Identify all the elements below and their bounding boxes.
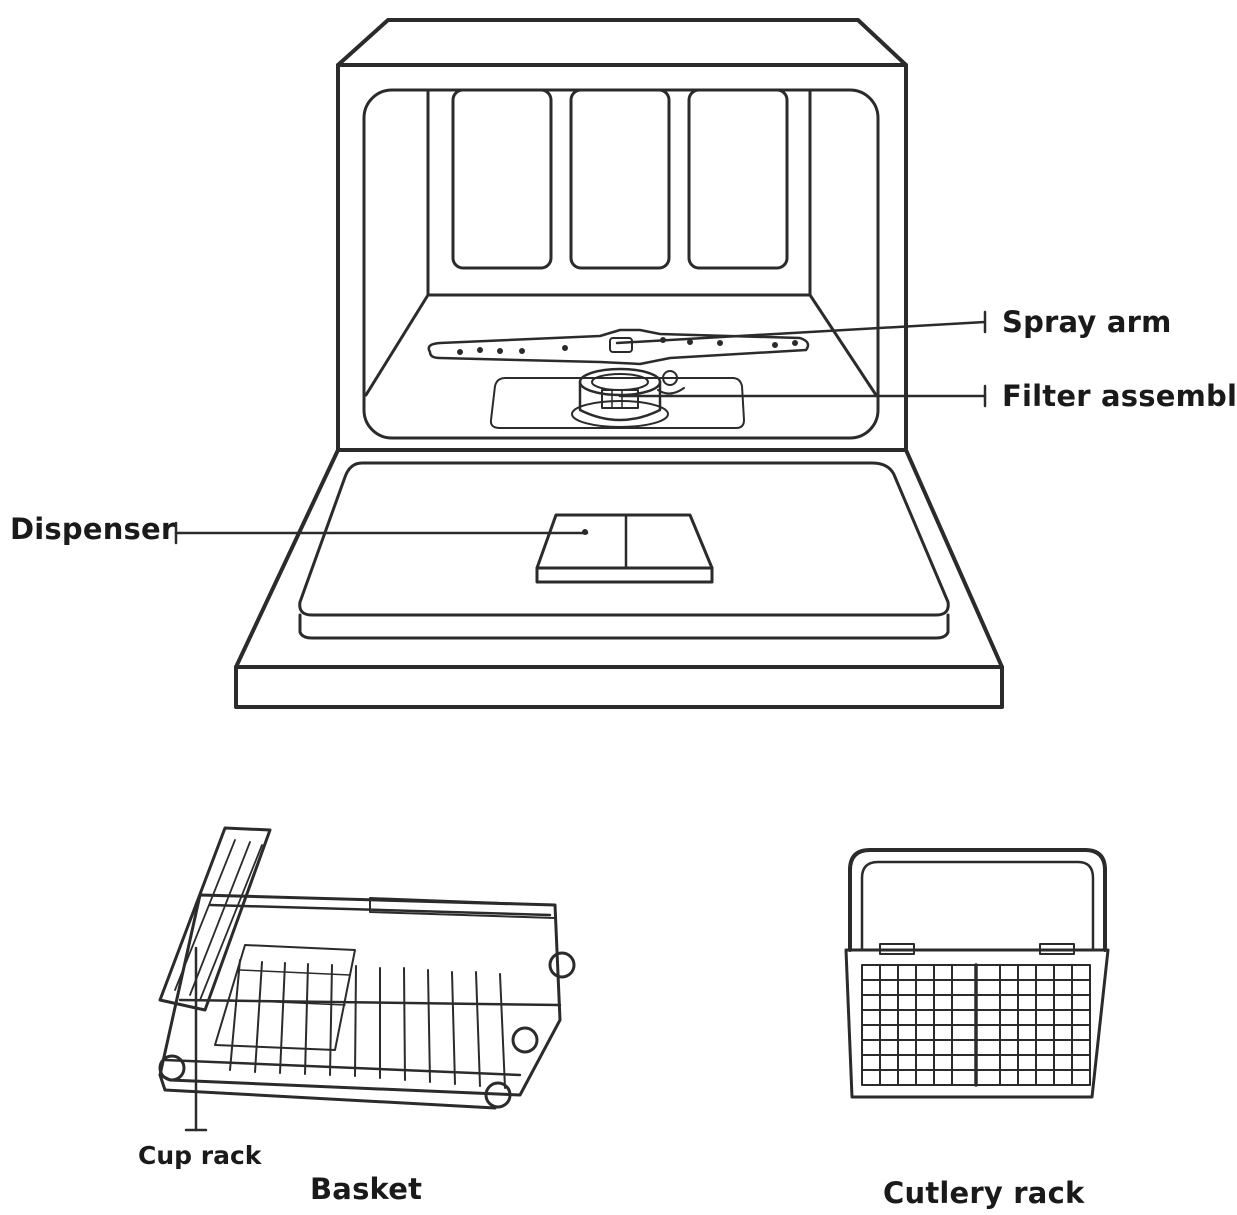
label-dispenser: Dispenser	[10, 512, 176, 546]
filter-assembly	[489, 367, 745, 429]
label-basket: Basket	[310, 1172, 423, 1206]
dishwasher-body	[336, 18, 908, 452]
dispenser	[535, 513, 714, 584]
label-filter-assembly: Filter assembly	[1002, 379, 1237, 413]
dishwasher-door	[234, 448, 1004, 709]
basket	[158, 826, 576, 1110]
label-spray-arm: Spray arm	[1002, 305, 1172, 339]
label-cup-rack: Cup rack	[138, 1141, 262, 1170]
cutlery-rack	[844, 848, 1110, 1099]
label-cutlery-rack: Cutlery rack	[883, 1176, 1085, 1210]
